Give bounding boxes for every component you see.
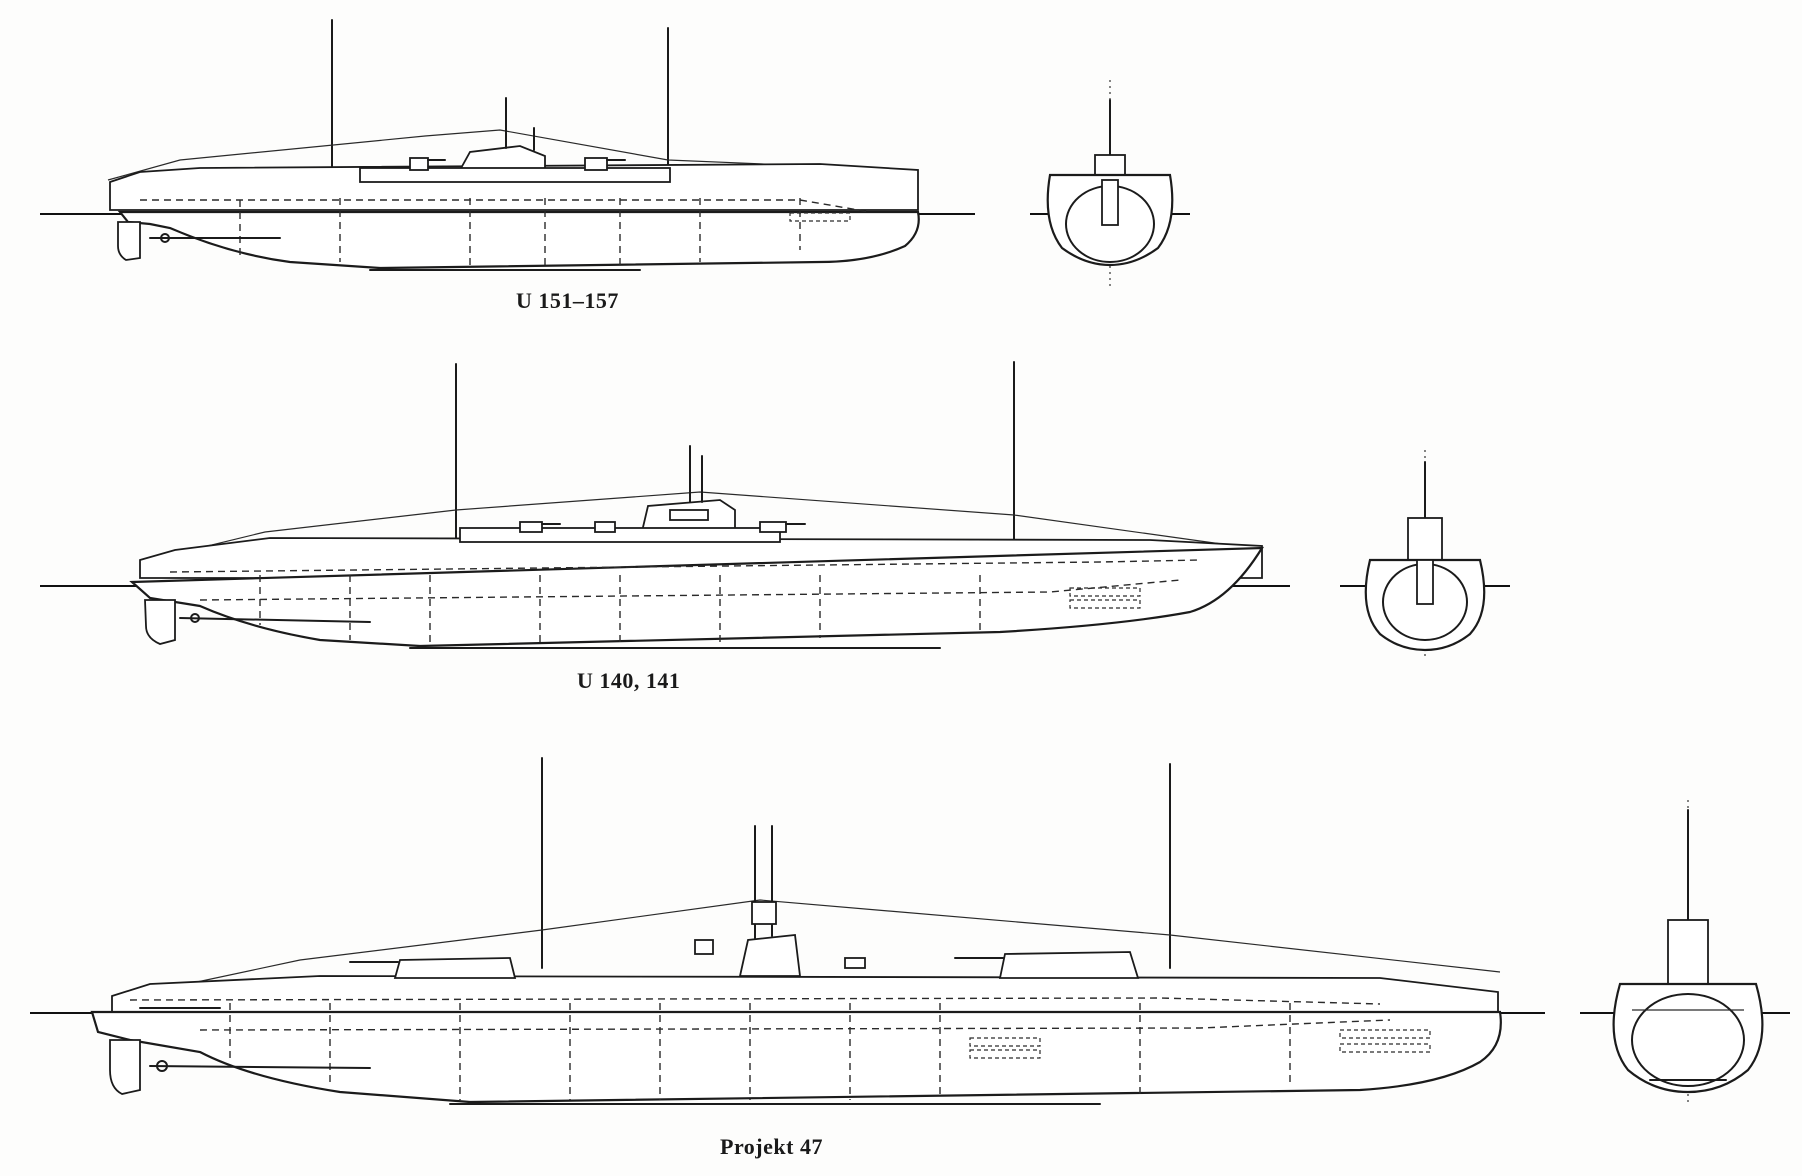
caption-projekt47: Projekt 47 bbox=[720, 1134, 823, 1159]
caption-u151: U 151–157 bbox=[516, 288, 619, 313]
u140-front-view bbox=[1340, 450, 1510, 660]
u151-front-view bbox=[1030, 80, 1190, 290]
projekt47-side-view bbox=[30, 757, 1545, 1105]
projekt47-front-view bbox=[1580, 800, 1790, 1105]
u151-side-view bbox=[40, 19, 975, 271]
caption-u140: U 140, 141 bbox=[577, 668, 681, 693]
u140-side-view bbox=[40, 361, 1290, 649]
